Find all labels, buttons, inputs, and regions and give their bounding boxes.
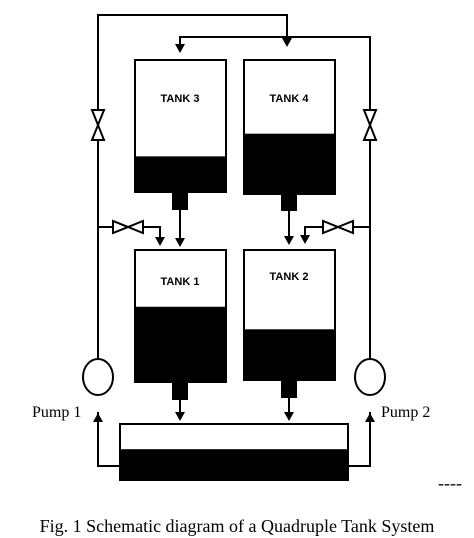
tank3-outlet xyxy=(172,192,188,210)
reservoir xyxy=(119,423,349,481)
valve-right-horizontal xyxy=(322,219,354,235)
valve-left-vertical xyxy=(90,109,106,141)
tank1-outlet xyxy=(172,382,188,400)
valve-right-vertical xyxy=(362,109,378,141)
pipe-branch-tank1 xyxy=(98,226,161,240)
arrow-drain-tank1 xyxy=(175,412,185,421)
pump1-icon xyxy=(82,358,114,396)
arrow-into-tank4 xyxy=(282,38,292,47)
tank4-water xyxy=(244,133,335,194)
tank-4: TANK 4 xyxy=(243,59,336,211)
arrow-pump2-up xyxy=(365,413,375,422)
tank-2: TANK 2 xyxy=(243,249,336,398)
tank2-outlet xyxy=(281,380,297,398)
tank4-label: TANK 4 xyxy=(270,93,310,105)
valve-left-horizontal xyxy=(112,219,144,235)
valves xyxy=(90,109,378,235)
tank3-label: TANK 3 xyxy=(161,93,200,105)
arrow-drain-tank3 xyxy=(175,238,185,247)
flow-arrows xyxy=(93,38,375,422)
pump1-label: Pump 1 xyxy=(32,404,81,421)
tank1-label: TANK 1 xyxy=(161,276,200,288)
reservoir-water xyxy=(120,449,348,480)
pump2-icon xyxy=(354,358,386,396)
tank-3: TANK 3 xyxy=(134,59,227,210)
tank3-water xyxy=(135,156,226,192)
pipe-reservoir-pump1 xyxy=(97,412,120,467)
edge-dash-mark: ---- xyxy=(438,473,462,493)
pump2-label: Pump 2 xyxy=(381,404,430,421)
arrow-into-tank1-branch xyxy=(155,237,165,246)
arrow-into-tank2-branch xyxy=(300,235,310,244)
tank2-water xyxy=(244,329,335,380)
pipe-pump2-riser xyxy=(179,36,371,362)
pipe-pump1-riser xyxy=(97,14,288,362)
tank-1: TANK 1 xyxy=(134,249,227,400)
figure-caption: Fig. 1 Schematic diagram of a Quadruple … xyxy=(40,516,435,536)
arrow-into-tank3 xyxy=(175,44,185,53)
pump-2: Pump 2 xyxy=(354,358,430,421)
tank2-label: TANK 2 xyxy=(270,271,309,283)
arrow-pump1-up xyxy=(93,413,103,422)
arrow-drain-tank2 xyxy=(284,412,294,421)
pipe-branch-tank2 xyxy=(304,226,370,238)
pump-1: Pump 1 xyxy=(32,358,114,421)
pipe-reservoir-pump2 xyxy=(348,412,371,467)
arrow-drain-tank4 xyxy=(284,236,294,245)
tank4-outlet xyxy=(281,194,297,211)
tank1-water xyxy=(135,306,226,382)
